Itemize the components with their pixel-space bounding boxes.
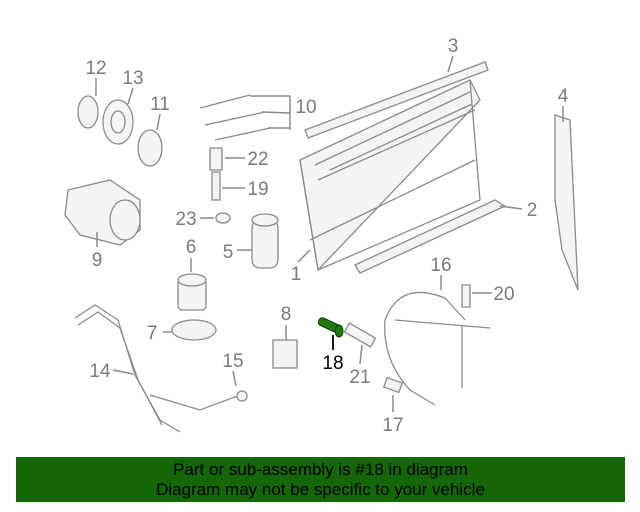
callout-15[interactable]: 15 <box>222 351 243 372</box>
callout-12[interactable]: 12 <box>85 58 106 79</box>
part-4-bracket[interactable] <box>554 114 579 291</box>
callout-11[interactable]: 11 <box>150 94 170 115</box>
part-15-line[interactable] <box>149 394 245 411</box>
callout-9[interactable]: 9 <box>92 250 103 271</box>
callout-23[interactable]: 23 <box>175 209 196 230</box>
part-10-bolts[interactable] <box>199 94 271 141</box>
callout-16[interactable]: 16 <box>430 255 451 276</box>
part-23[interactable] <box>215 212 231 224</box>
part-18-highlighted[interactable] <box>317 317 344 338</box>
callout-10[interactable]: 10 <box>295 97 316 118</box>
callout-2[interactable]: 2 <box>527 200 538 221</box>
part-21[interactable] <box>343 322 377 348</box>
leader-arrows <box>95 55 564 412</box>
info-banner: Part or sub-assembly is #18 in diagram D… <box>16 457 625 502</box>
callout-20[interactable]: 20 <box>493 284 514 305</box>
callout-7[interactable]: 7 <box>147 323 158 344</box>
callout-21[interactable]: 21 <box>349 367 370 388</box>
part-19[interactable] <box>211 171 221 201</box>
part-22[interactable] <box>209 147 223 171</box>
part-16-hose[interactable] <box>384 291 466 406</box>
callout-6[interactable]: 6 <box>186 237 197 258</box>
part-7[interactable] <box>171 319 217 341</box>
part-8[interactable] <box>272 339 298 369</box>
callout-18-highlighted[interactable]: 18 <box>322 353 343 374</box>
callout-22[interactable]: 22 <box>247 149 268 170</box>
part-9-compressor[interactable] <box>64 179 141 246</box>
callout-14[interactable]: 14 <box>89 361 111 382</box>
part-20[interactable] <box>461 284 471 308</box>
part-6[interactable] <box>177 273 207 311</box>
part-3-seal[interactable] <box>304 61 489 139</box>
banner-disclaimer-line: Diagram may not be specific to your vehi… <box>156 480 485 499</box>
banner-part-line: Part or sub-assembly is #18 in diagram <box>173 460 468 479</box>
part-1-condenser[interactable] <box>299 79 481 272</box>
callout-13[interactable]: 13 <box>122 68 143 89</box>
part-11[interactable] <box>137 129 163 167</box>
part-17[interactable] <box>382 376 404 394</box>
callout-17[interactable]: 17 <box>382 415 403 436</box>
callout-3[interactable]: 3 <box>448 36 459 57</box>
part-13[interactable] <box>102 99 134 145</box>
callout-4[interactable]: 4 <box>558 86 569 107</box>
callout-8[interactable]: 8 <box>281 304 292 325</box>
callout-1[interactable]: 1 <box>291 264 302 285</box>
part-12[interactable] <box>77 95 99 129</box>
callout-5[interactable]: 5 <box>223 242 234 263</box>
part-5-drier[interactable] <box>251 213 279 269</box>
callout-19[interactable]: 19 <box>247 179 268 200</box>
